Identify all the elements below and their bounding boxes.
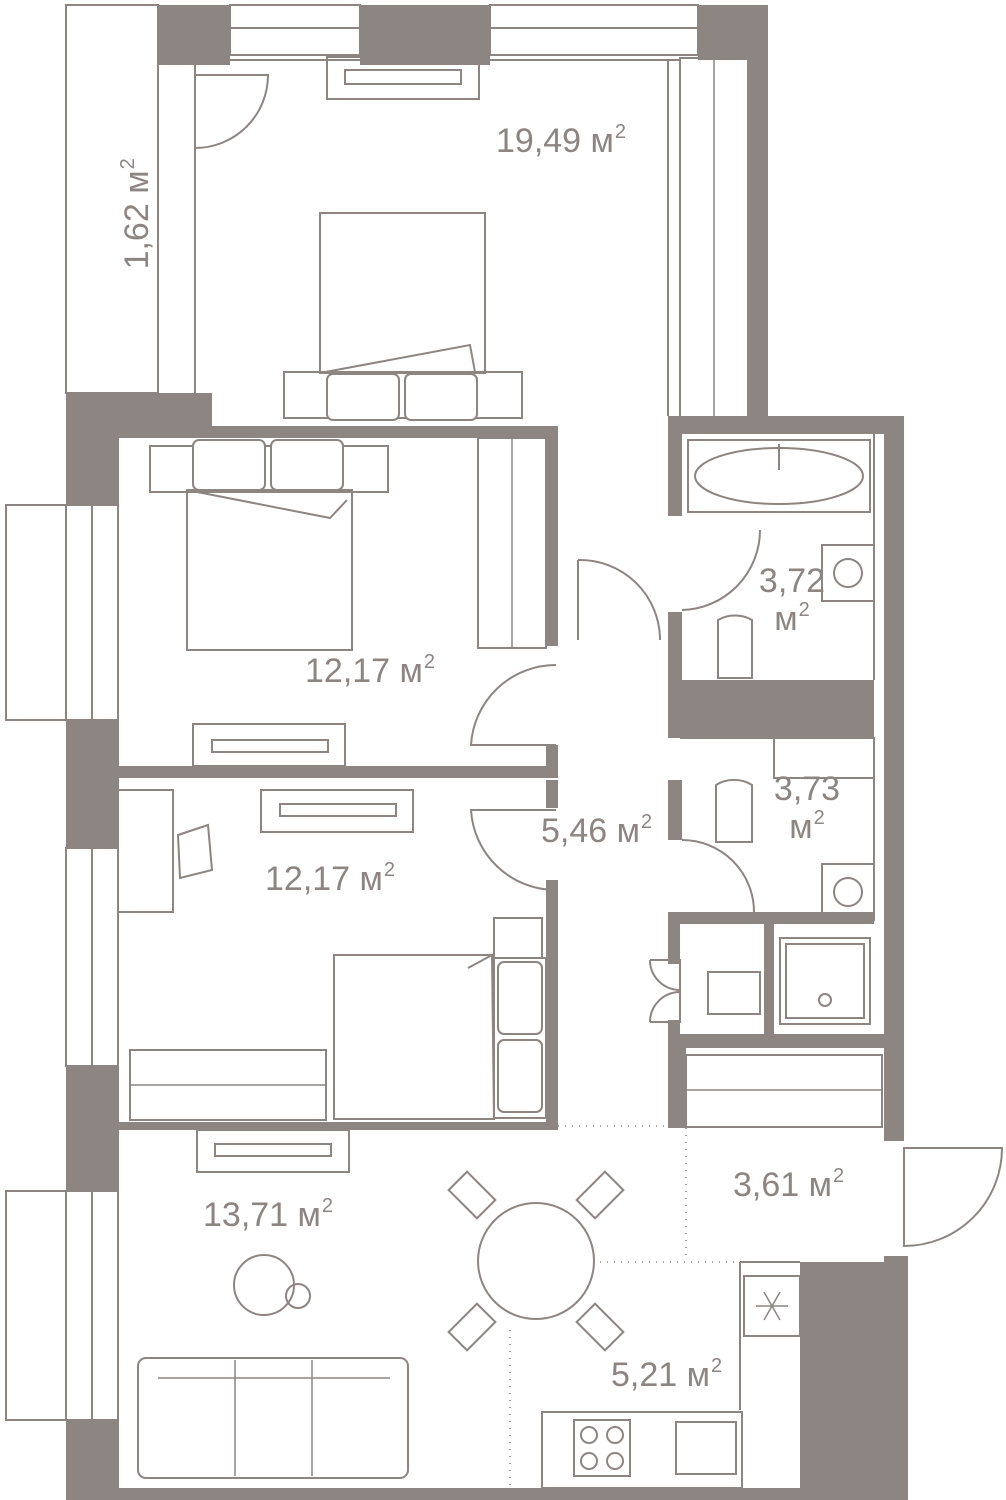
doors: [194, 74, 1004, 1248]
bedroom-lower-furniture: [117, 789, 547, 1121]
area-label-bedroom-lower: 12,17 м2: [265, 859, 396, 898]
area-label-bedroom-top: 19,49 м2: [496, 121, 627, 160]
outlines: [5, 4, 875, 1490]
area-label-loggia: 1,62 м2: [117, 158, 157, 270]
zone-dividers: [509, 1125, 740, 1488]
area-label-living: 13,71 м2: [203, 1195, 334, 1234]
area-label-kitchen: 5,21 м2: [611, 1355, 723, 1394]
bedroom-middle-furniture: [149, 437, 547, 767]
bathroom-fixtures: [685, 439, 883, 1128]
area-label-entry: 3,61 м2: [733, 1165, 845, 1204]
walls: [66, 5, 908, 1500]
snowflake-icon: [756, 1291, 788, 1321]
bedroom-top-furniture: [283, 56, 749, 421]
area-label-bedroom-middle: 12,17 м2: [305, 651, 436, 690]
living-kitchen-furniture: [137, 1129, 801, 1489]
area-label-hallway: 5,46 м2: [541, 811, 653, 850]
